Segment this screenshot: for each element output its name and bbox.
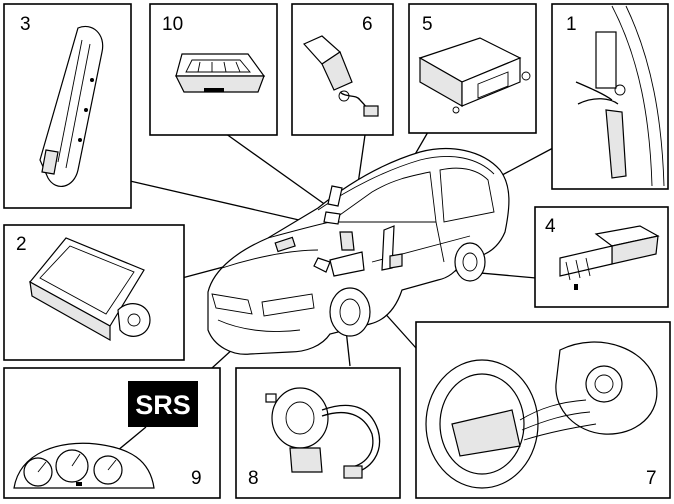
- srs-warning-label: SRS: [135, 390, 191, 420]
- car-part-buckle: [339, 231, 355, 251]
- callout-label-3: 3: [20, 14, 31, 35]
- car-front-window: [328, 171, 437, 223]
- car-part-side-sensor: [389, 253, 403, 269]
- car-roofline: [317, 156, 495, 211]
- car-rear-wheel: [454, 242, 486, 282]
- callout-label-4: 4: [545, 216, 556, 237]
- callout-label-8: 8: [248, 468, 259, 489]
- panel-6: 6: [291, 3, 394, 136]
- callout-label-5: 5: [422, 14, 433, 35]
- car-part-steering: [313, 257, 331, 273]
- pillar-edge: [611, 5, 653, 187]
- clock-spring-illustration: [271, 387, 329, 449]
- panel-10: 10: [149, 3, 278, 136]
- car-part-control-module: [329, 251, 365, 277]
- car-rear-window: [439, 167, 495, 223]
- panel-9: 9 SRS: [3, 367, 221, 499]
- car-part-passenger-airbag: [274, 236, 296, 253]
- curtain-inflator-illustration: [595, 31, 617, 89]
- callout-label-9: 9: [191, 468, 202, 489]
- car-front-wheel: [329, 287, 371, 337]
- callout-label-2: 2: [16, 234, 27, 255]
- leader-line-10: [221, 130, 331, 209]
- leader-line-3: [129, 180, 326, 227]
- panel-1: 1: [551, 3, 669, 190]
- panel-2: 2: [3, 224, 185, 361]
- car-door-split: [435, 221, 445, 263]
- car-windshield-base: [267, 221, 331, 239]
- panel-3: 3: [3, 3, 132, 209]
- car-headlight-left: [211, 293, 253, 315]
- car-bumper: [217, 319, 301, 332]
- car-headlight-right: [261, 293, 315, 317]
- callout-label-6: 6: [362, 14, 373, 35]
- panel-7: 7: [415, 321, 671, 499]
- callout-label-1: 1: [566, 14, 577, 35]
- car-part-roof-console: [323, 211, 341, 225]
- car-hood-line: [221, 249, 319, 269]
- panel-4: 4: [534, 206, 669, 308]
- srs-warning-label-box: [128, 381, 198, 427]
- callout-label-10: 10: [162, 14, 183, 35]
- car-illustration: [207, 147, 510, 355]
- panel-5: 5: [408, 3, 537, 134]
- callout-label-7: 7: [646, 468, 657, 489]
- side-airbag-illustration: [39, 25, 104, 187]
- panel-8: 8: [235, 367, 401, 499]
- car-part-seat-airbag: [327, 185, 343, 207]
